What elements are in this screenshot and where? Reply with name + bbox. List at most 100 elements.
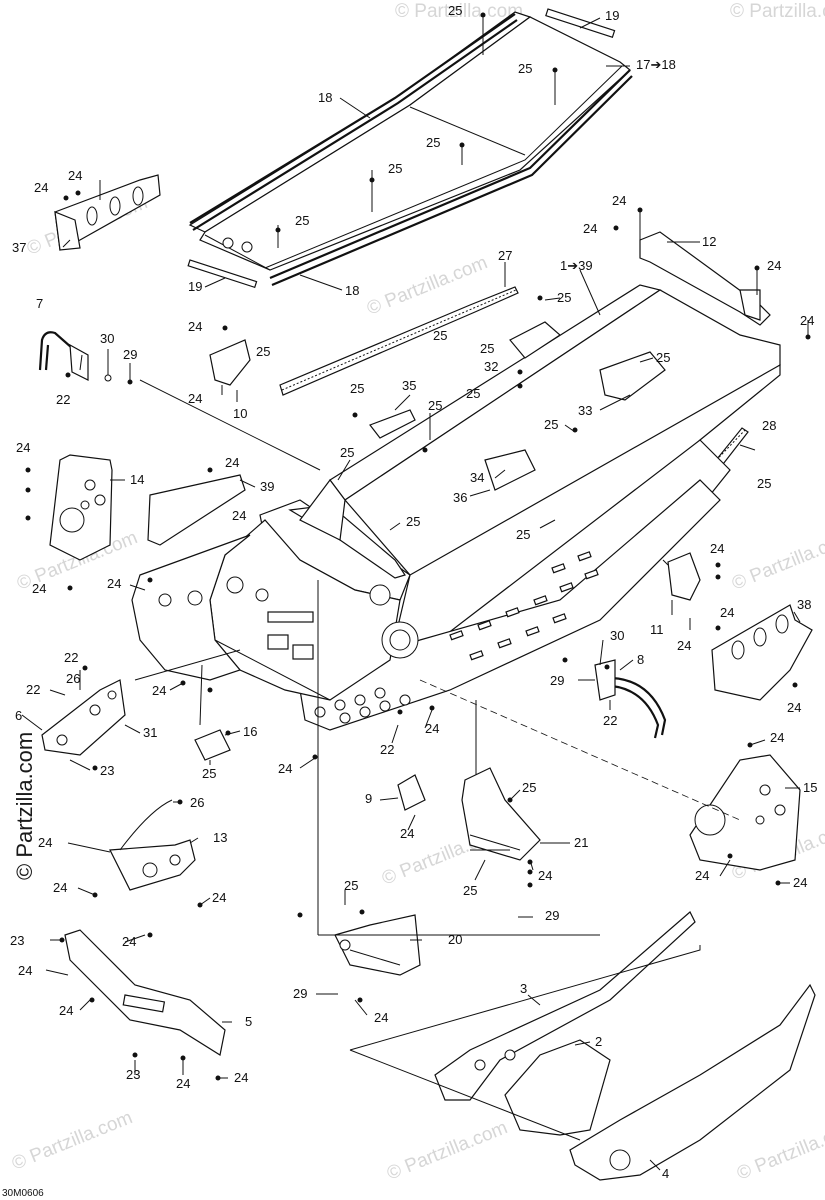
callout-24: 24 [107,576,121,591]
callout-2: 2 [595,1034,602,1049]
callout-20: 20 [448,932,462,947]
bottom-parts [434,911,816,1181]
part-38-bracket [711,604,813,701]
part-20-bracket [334,914,421,976]
callout-29: 29 [550,673,564,688]
callout-24: 24 [374,1010,388,1025]
callout-24: 24 [18,963,32,978]
callout-22: 22 [380,742,394,757]
watermark-text: © Partzilla.com [395,1,523,22]
callout-30: 30 [610,628,624,643]
watermark-text: © Partzilla.com [734,1117,825,1184]
watermark-text: © Partzilla.com [384,1117,511,1184]
callout-24: 24 [188,391,202,406]
callout-24: 24 [176,1076,190,1091]
part-8-tube [594,659,667,739]
main-tunnel-chassis [131,284,781,731]
callout-24: 24 [212,890,226,905]
callout-26: 26 [190,795,204,810]
callout-4: 4 [662,1166,669,1181]
callout-23: 23 [10,933,24,948]
leader-lines [21,15,809,1171]
callout-12: 12 [702,234,716,249]
callout-14: 14 [130,472,144,487]
callout-22: 22 [64,650,78,665]
watermark-text: © Partzilla.com [9,1107,136,1174]
callout-34: 34 [470,470,484,485]
callout-25: 25 [463,883,477,898]
callout-1-39: 1➔39 [560,258,593,273]
callout-24: 24 [695,868,709,883]
part-5-rail [64,929,226,1056]
callout-18: 18 [318,90,332,105]
callout-24: 24 [53,880,67,895]
callout-24: 24 [425,721,439,736]
callout-25: 25 [433,328,447,343]
part-21-bracket [461,767,541,861]
callout-29: 29 [545,908,559,923]
callout-15: 15 [803,780,817,795]
callout-35: 35 [402,378,416,393]
callout-10: 10 [233,406,247,421]
callout-25: 25 [516,527,530,542]
callout-25: 25 [428,398,442,413]
callout-25: 25 [656,350,670,365]
callout-24: 24 [767,258,781,273]
part-14-plate [49,454,113,561]
callout-22: 22 [26,682,40,697]
part-6-bracket [41,679,126,756]
callout-25: 25 [480,341,494,356]
part-7-bracket [38,331,89,381]
callout-25: 25 [340,445,354,460]
callout-32: 32 [484,359,498,374]
callout-24: 24 [787,700,801,715]
callout-24: 24 [59,1003,73,1018]
callout-24: 24 [188,319,202,334]
callout-25: 25 [256,344,270,359]
callout-6: 6 [15,708,22,723]
callout-31: 31 [143,725,157,740]
callout-24: 24 [34,180,48,195]
callout-24: 24 [68,168,82,183]
part-12-bracket [639,231,771,326]
callout-24: 24 [612,193,626,208]
callout-30: 30 [100,331,114,346]
callout-26: 26 [66,671,80,686]
callout-36: 36 [453,490,467,505]
callout-19: 19 [188,279,202,294]
callout-25: 25 [466,386,480,401]
callout-39: 39 [260,479,274,494]
callout-24: 24 [720,605,734,620]
callout-21: 21 [574,835,588,850]
callout-25: 25 [406,514,420,529]
callout-24: 24 [16,440,30,455]
callout-3: 3 [520,981,527,996]
callout-8: 8 [637,652,644,667]
callout-24: 24 [710,541,724,556]
callout-24: 24 [32,581,46,596]
callout-28: 28 [762,418,776,433]
callout-29: 29 [293,986,307,1001]
callout-25: 25 [295,213,309,228]
callout-25: 25 [350,381,364,396]
part-13-bracket [109,799,196,891]
callout-25: 25 [426,135,440,150]
callout-27: 27 [498,248,512,263]
callout-24: 24 [677,638,691,653]
part-16-bracket [194,729,231,761]
callout-33: 33 [578,403,592,418]
reference-lines [134,379,741,1141]
callout-37: 37 [12,240,26,255]
callout-24: 24 [278,761,292,776]
watermark-text: © Partzilla.com [729,527,825,594]
callout-24: 24 [232,508,246,523]
callout-16: 16 [243,724,257,739]
callout-29: 29 [123,347,137,362]
callout-24: 24 [225,455,239,470]
callout-25: 25 [557,290,571,305]
callout-38: 38 [797,597,811,612]
callout-22: 22 [603,713,617,728]
callout-25: 25 [388,161,402,176]
callout-24: 24 [800,313,814,328]
